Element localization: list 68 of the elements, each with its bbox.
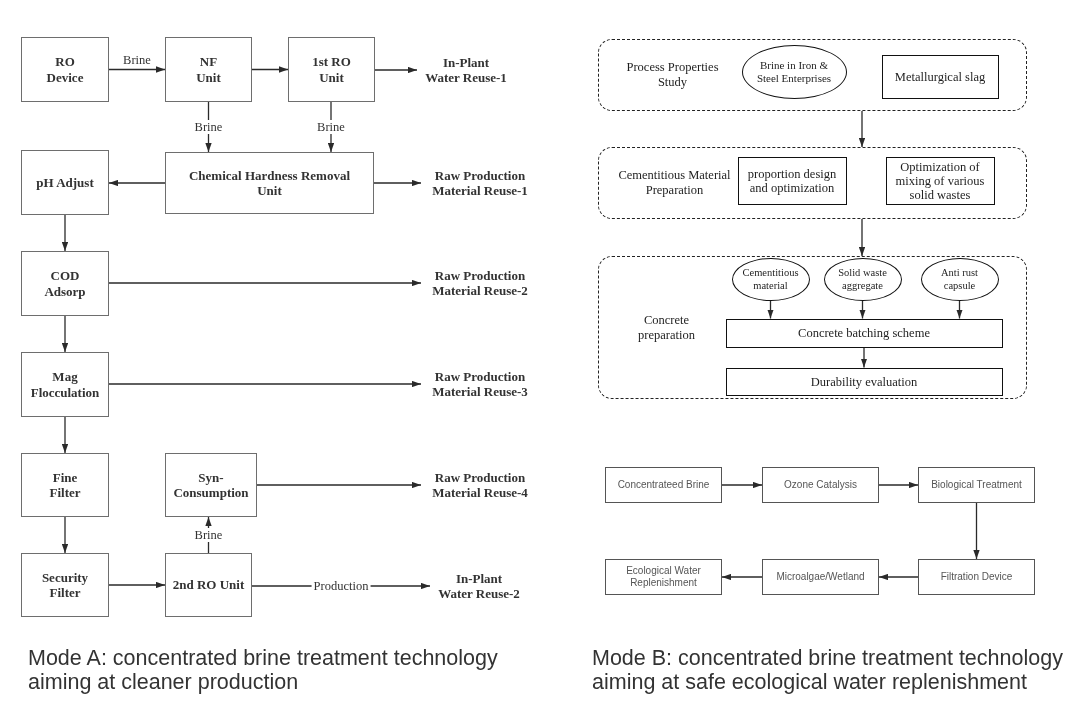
output-label: Raw Production Material Reuse-4 bbox=[427, 470, 533, 500]
flow-arrow bbox=[374, 66, 418, 74]
flow-arrow bbox=[108, 581, 166, 589]
process-box: Chemical Hardness Removal Unit bbox=[165, 152, 374, 214]
flow-arrow bbox=[858, 218, 866, 257]
process-box: Mag Flocculation bbox=[21, 352, 109, 417]
group-heading: Process Properties Study bbox=[625, 60, 720, 90]
process-box: RO Device bbox=[21, 37, 109, 102]
flow-arrow bbox=[859, 299, 866, 320]
flow-arrow bbox=[108, 179, 166, 187]
output-label: Raw Production Material Reuse-3 bbox=[427, 369, 533, 399]
flow-arrow bbox=[878, 481, 919, 489]
group-heading: Cementitious Material Preparation bbox=[617, 168, 732, 198]
process-box: Microalgae/Wetland bbox=[762, 559, 879, 595]
process-box: Filtration Device bbox=[918, 559, 1035, 595]
process-box: COD Adsorp bbox=[21, 251, 109, 316]
dashed-group-frame bbox=[598, 256, 1027, 399]
process-box: Security Filter bbox=[21, 553, 109, 617]
flow-arrow bbox=[61, 516, 69, 554]
flow-arrow bbox=[256, 481, 422, 489]
flow-arrow bbox=[767, 299, 774, 320]
flow-arrow bbox=[956, 299, 963, 320]
process-box: Fine Filter bbox=[21, 453, 109, 517]
dashed-group-frame bbox=[598, 39, 1027, 111]
flow-arrow bbox=[878, 573, 919, 581]
flow-arrow bbox=[61, 214, 69, 252]
process-box: proportion design and optimization bbox=[737, 156, 847, 205]
flow-arrow bbox=[721, 573, 763, 581]
process-box: pH Adjust bbox=[21, 150, 109, 215]
figure-caption: Mode A: concentrated brine treatment technology aiming at cleaner production bbox=[28, 646, 499, 694]
input-ellipse: Anti rust capsule bbox=[920, 257, 999, 301]
process-box: Concentrateed Brine bbox=[605, 467, 722, 503]
flow-arrow bbox=[721, 481, 763, 489]
edge-label: Brine bbox=[192, 120, 225, 134]
process-box: 1st RO Unit bbox=[288, 37, 375, 102]
flow-arrow bbox=[251, 66, 289, 73]
dashed-group-frame bbox=[598, 147, 1027, 219]
process-box: Metallurgical slag bbox=[881, 54, 999, 99]
process-box: Durability evaluation bbox=[725, 367, 1003, 396]
process-box: Biological Treatment bbox=[918, 467, 1035, 503]
process-box: Ecological Water Replenishment bbox=[605, 559, 722, 595]
flow-arrow bbox=[373, 179, 422, 187]
flow-arrow bbox=[108, 66, 166, 73]
flow-arrow bbox=[858, 110, 866, 148]
process-box: Optimization of mixing of various solid wastes bbox=[885, 156, 995, 205]
edge-label: Brine bbox=[192, 528, 225, 542]
edge-label: Brine bbox=[315, 120, 347, 134]
process-box: Concrete batching scheme bbox=[725, 318, 1003, 348]
process-box: Ozone Catalysis bbox=[762, 467, 879, 503]
output-label: Raw Production Material Reuse-2 bbox=[427, 268, 533, 298]
process-box: NF Unit bbox=[165, 37, 252, 102]
flow-arrow bbox=[108, 279, 422, 287]
flow-arrow bbox=[61, 315, 69, 353]
process-box: Syn-Consumption bbox=[165, 453, 257, 517]
input-ellipse: Cementitious material bbox=[731, 257, 810, 301]
flow-arrow bbox=[61, 416, 69, 454]
output-label: In-Plant Water Reuse-1 bbox=[423, 55, 509, 85]
input-ellipse: Brine in Iron & Steel Enterprises bbox=[741, 44, 847, 99]
input-ellipse: Solid waste aggregate bbox=[823, 257, 902, 301]
flow-arrow bbox=[860, 346, 868, 369]
flow-arrow bbox=[973, 502, 980, 560]
figure-caption: Mode B: concentrated brine treatment technology aiming at safe ecological water replenishment bbox=[592, 646, 1064, 694]
process-box: 2nd RO Unit bbox=[165, 553, 252, 617]
group-heading: Concrete preparation bbox=[637, 312, 696, 343]
output-label: In-Plant Water Reuse-2 bbox=[436, 571, 522, 601]
edge-label: Production bbox=[311, 579, 371, 593]
output-label: Raw Production Material Reuse-1 bbox=[427, 168, 533, 198]
flow-arrow bbox=[108, 380, 422, 388]
